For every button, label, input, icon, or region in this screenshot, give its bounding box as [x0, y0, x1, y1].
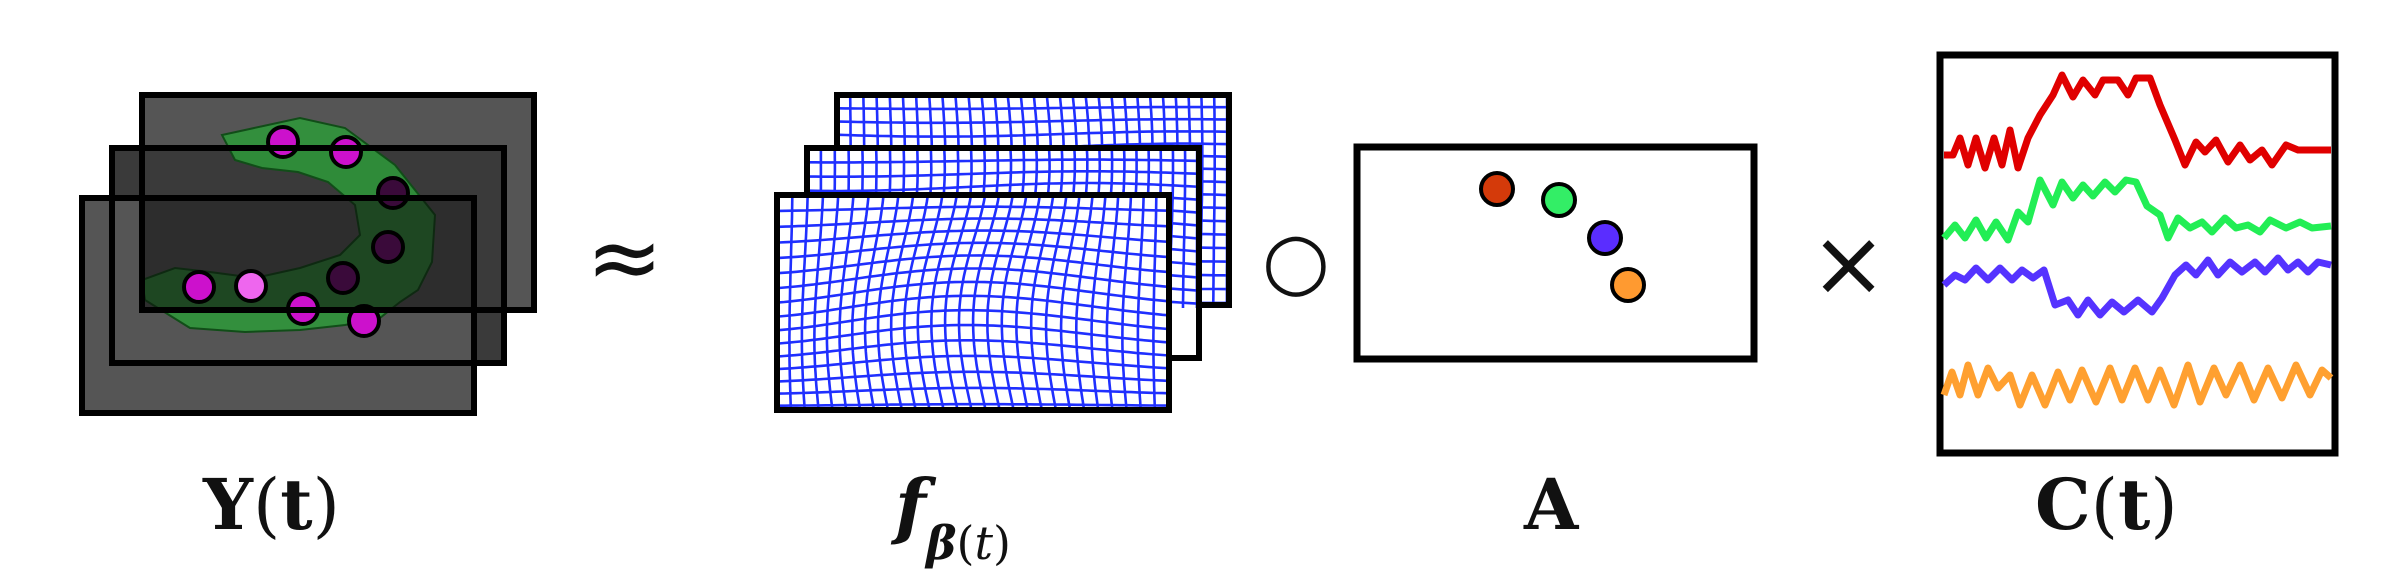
grid-line: [777, 241, 1169, 260]
grid-line: [767, 418, 1175, 421]
temporal-traces-panel: [1936, 51, 2339, 457]
grid-line: [777, 370, 1169, 383]
grid-line: [807, 181, 1199, 193]
grid-line: [777, 254, 1169, 275]
label-Y-close: ): [312, 464, 340, 546]
footprint-dot-red: [1479, 171, 1515, 207]
grid-line: [777, 229, 1169, 244]
footprint-frame: [1353, 143, 1758, 363]
compose-operator: ○: [1262, 216, 1331, 306]
label-Y-base: Y: [203, 463, 253, 546]
label-f-sub-arg: t: [974, 516, 993, 570]
label-Y-arg: t: [280, 463, 313, 546]
label-f-sub-beta: β: [925, 516, 957, 570]
neuron-4: [371, 230, 405, 264]
grid-line: [837, 105, 1229, 111]
footprint-dot-purple: [1587, 220, 1623, 256]
label-Y-open: (: [252, 464, 281, 546]
grid-line: [777, 280, 1169, 304]
label-f-sub-close: ): [992, 516, 1011, 570]
grid-line: [777, 386, 1169, 395]
neuron-1: [266, 125, 300, 159]
label-C-arg: t: [2118, 463, 2151, 546]
neuron-9: [347, 304, 381, 338]
trace-red: [1944, 71, 2331, 172]
label-Y-of-t: Y(t): [203, 470, 340, 541]
label-C-of-t: C(t): [2035, 470, 2178, 541]
grid-line: [777, 267, 1169, 290]
trace-orange: [1940, 361, 2334, 409]
warp-grid-front: [762, 184, 1175, 421]
grid-line: [807, 170, 1199, 178]
label-C-base: C: [2035, 463, 2091, 546]
grid-line: [827, 81, 1235, 83]
grid-line: [777, 354, 1169, 371]
spatial-footprint-panel: [1353, 143, 1758, 363]
footprint-dot-green: [1541, 182, 1577, 218]
trace-green: [1941, 176, 2332, 244]
label-f-sub-open: (: [956, 516, 975, 570]
label-f-beta-t: fβ(t): [895, 470, 1011, 567]
video-frame-back-border: [139, 92, 537, 313]
grid-line: [762, 184, 765, 418]
grid-line: [777, 205, 1169, 213]
neuron-7: [234, 269, 268, 303]
approx-operator: ≈: [586, 204, 664, 311]
grid-line: [777, 338, 1169, 358]
label-C-close: ): [2150, 464, 2178, 546]
grid-line: [777, 402, 1169, 408]
traces-frame: [1936, 51, 2339, 457]
video-frame-front-border: [79, 195, 477, 416]
grid-line: [837, 117, 1229, 125]
neuron-2: [329, 135, 363, 169]
neuron-markers: [182, 125, 410, 338]
grid-line: [837, 130, 1229, 138]
grid-line: [1240, 86, 1241, 314]
grid-line: [777, 294, 1169, 318]
video-frame-middle-border: [109, 145, 507, 366]
deformation-field-stack: [762, 81, 1241, 421]
label-C-open: (: [2090, 464, 2119, 546]
video-frame-stack: [79, 92, 537, 416]
neuron-5: [326, 261, 360, 295]
grid-line: [777, 217, 1169, 229]
grid-line: [807, 158, 1199, 164]
label-A: A: [1524, 463, 1579, 546]
trace-purple: [1941, 254, 2332, 319]
times-operator: ×: [1810, 210, 1888, 317]
neuron-3: [376, 176, 410, 210]
label-f-subscript: β(t): [926, 516, 1011, 570]
footprint-dot-orange: [1610, 267, 1646, 303]
neuron-6: [182, 270, 216, 304]
grid-line: [777, 323, 1169, 345]
label-f-base: f: [895, 463, 926, 548]
grid-line: [777, 308, 1169, 332]
